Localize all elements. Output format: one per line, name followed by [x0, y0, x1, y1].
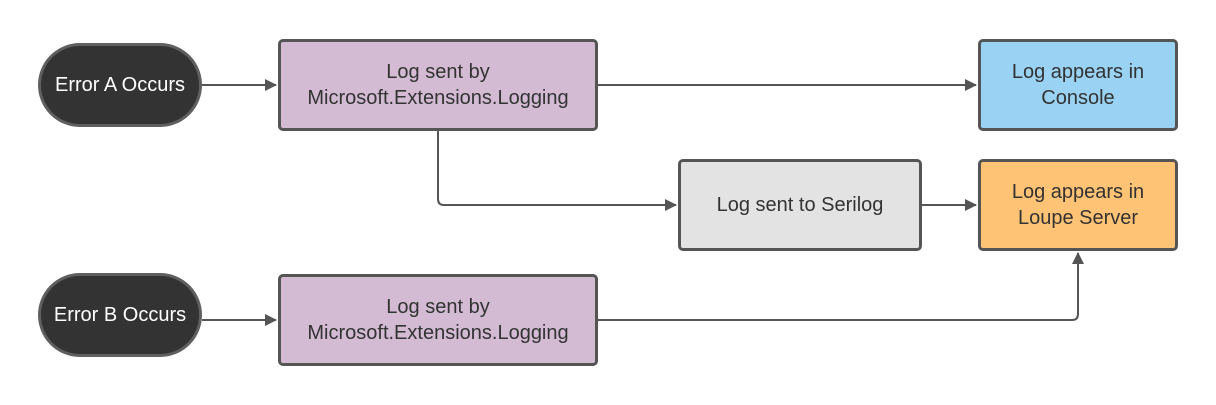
- node-loupe-label: Log appears in Loupe Server: [1011, 181, 1145, 229]
- node-error-a-label: Error A Occurs: [54, 74, 186, 96]
- node-log-sent-to-serilog: Log sent to Serilog: [678, 159, 922, 251]
- edge-log-sent-a-to-serilog: [437, 131, 677, 211]
- edge-log-sent-b-to-loupe: [598, 252, 1084, 321]
- node-log-sent-b-label: Log sent by Microsoft.Extensions.Logging: [307, 296, 569, 344]
- node-log-sent-by-logging-b: Log sent by Microsoft.Extensions.Logging: [278, 274, 598, 366]
- node-error-a-occurs: Error A Occurs: [38, 43, 202, 127]
- node-log-sent-a-label: Log sent by Microsoft.Extensions.Logging: [307, 61, 569, 109]
- node-serilog-label: Log sent to Serilog: [716, 194, 884, 216]
- node-log-appears-in-loupe-server: Log appears in Loupe Server: [978, 159, 1178, 251]
- node-error-b-occurs: Error B Occurs: [38, 273, 202, 357]
- node-log-appears-in-console: Log appears in Console: [978, 39, 1178, 131]
- node-error-b-label: Error B Occurs: [53, 304, 187, 326]
- node-console-label: Log appears in Console: [1011, 61, 1145, 109]
- node-log-sent-by-logging-a: Log sent by Microsoft.Extensions.Logging: [278, 39, 598, 131]
